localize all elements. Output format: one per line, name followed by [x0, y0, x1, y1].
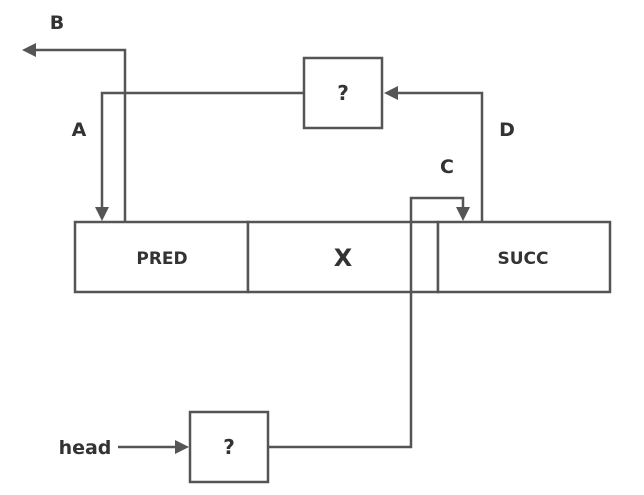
upper-unknown-label: ?: [337, 81, 349, 105]
link-a-arrowhead: [95, 207, 109, 221]
link-a-label: A: [72, 119, 87, 141]
link-b-line: [34, 48, 127, 222]
upper-unknown-box: [302, 56, 384, 130]
link-d: [384, 86, 484, 222]
link-c-label: C: [440, 156, 454, 178]
head-node-label: ?: [223, 435, 235, 459]
data-field-box: [246, 220, 440, 294]
link-c-line: [268, 196, 465, 449]
link-d-line: [397, 91, 484, 222]
succ-field-label: SUCC: [498, 249, 549, 269]
head-label: head: [59, 437, 112, 459]
succ-field-box: [436, 220, 612, 294]
link-d-label: D: [499, 119, 515, 141]
link-b: [22, 43, 127, 222]
link-d-arrowhead: [384, 86, 398, 100]
link-c-arrowhead: [456, 207, 470, 221]
link-a-line: [100, 91, 304, 208]
pred-field-label: PRED: [136, 249, 187, 269]
data-field-label: X: [334, 244, 353, 272]
list-node: PRED X SUCC: [73, 220, 612, 294]
pred-field-box: [73, 220, 250, 294]
head-pointer: [118, 440, 189, 454]
link-a: [95, 91, 304, 221]
link-b-arrowhead: [22, 43, 36, 57]
head-node-box: [188, 410, 270, 484]
link-c: [268, 196, 470, 449]
head-pointer-arrowhead: [175, 440, 189, 454]
link-b-label: B: [50, 12, 64, 34]
